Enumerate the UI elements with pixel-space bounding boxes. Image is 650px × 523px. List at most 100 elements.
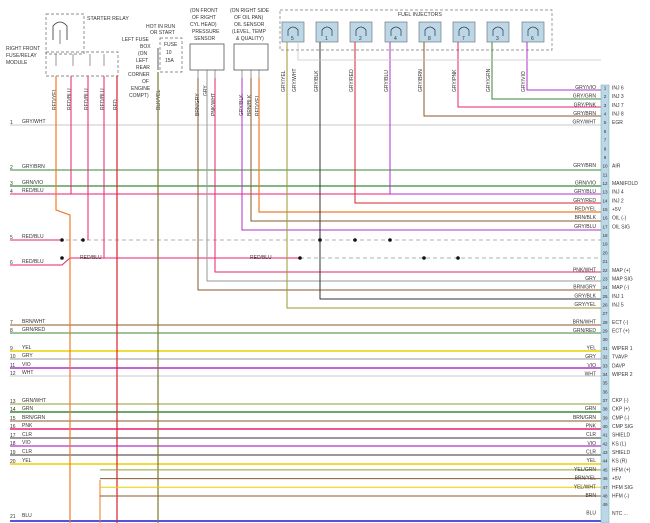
pin-number: 39 xyxy=(602,415,608,420)
injector-wire-labels: GRY/YEL GRY/BLK GRY/RED GRY/BLU GRY/BRN … xyxy=(281,68,527,92)
pin-wire-label: BRN xyxy=(585,493,596,499)
wire-gry-wht-inj xyxy=(297,42,601,61)
left-row-label: WHT xyxy=(22,370,33,376)
pin-number: 38 xyxy=(602,407,608,412)
injector-coil-icon xyxy=(287,26,299,36)
pin-wire-label: GRY/BRN xyxy=(573,163,596,169)
wire-label: RED/BLU xyxy=(67,88,73,110)
top-left-wire-labels: RED/YEL RED/BLU RED/BLU RED/BLU RED xyxy=(52,88,119,110)
wire-label: GRY/GRN xyxy=(486,68,492,92)
wire-gry-pnk xyxy=(457,42,601,108)
pin-number: 33 xyxy=(602,363,608,368)
left-row-label: GRN/WHT xyxy=(22,398,46,404)
wire-label: RED/BLU xyxy=(84,88,90,110)
pin-number: 3 xyxy=(604,103,607,108)
pin-number: 10 xyxy=(602,164,608,169)
wire-gry-yel xyxy=(286,42,601,309)
pin-number: 48 xyxy=(602,493,608,498)
pin-function: SHIELD xyxy=(612,433,630,439)
pin-function: KS (L) xyxy=(612,441,627,447)
wire-label: GRY/BLU xyxy=(384,70,390,92)
pin-function: MAP (-) xyxy=(612,285,629,291)
splice-dot xyxy=(388,238,392,242)
left-row-number: 17 xyxy=(10,433,16,439)
pin-number: 31 xyxy=(602,346,608,351)
left-row-label: VIO xyxy=(22,362,31,368)
oil-line-1: (ON RIGHT SIDE xyxy=(230,8,270,14)
left-fuse-line-6: CORNER xyxy=(128,72,150,78)
pin-function: INJ 3 xyxy=(612,94,624,100)
left-row-number: 11 xyxy=(10,363,15,369)
left-row-number: 18 xyxy=(10,441,16,447)
injector-body xyxy=(486,21,510,43)
splice-dot xyxy=(353,238,357,242)
pin-function: HFM SIG xyxy=(612,485,633,491)
splice-dot xyxy=(422,256,426,260)
middle-wire-label: RED/BLU xyxy=(250,255,272,261)
pin-function: +5V xyxy=(612,207,622,213)
left-row-label: PNK xyxy=(22,423,33,429)
pin-wire-label: CLR xyxy=(586,432,596,438)
pin-number: 49 xyxy=(602,502,608,507)
wire-gry-grn xyxy=(491,42,601,100)
injector-body xyxy=(281,21,305,43)
left-row-label: YEL xyxy=(22,345,32,351)
wire-label: GRY/PNK xyxy=(452,69,458,92)
wire-label: GRY/YEL xyxy=(281,70,287,92)
pin-number: 12 xyxy=(602,181,608,186)
pin-wire-label: GRN/VIO xyxy=(575,180,596,186)
pin-function: SHIELD xyxy=(612,450,630,456)
wire-red-blu-6 xyxy=(10,257,300,266)
left-row-number: 20 xyxy=(10,459,16,465)
pin-number: 37 xyxy=(602,398,608,403)
pin-number: 6 xyxy=(604,129,607,134)
pin-wire-label: BLU xyxy=(586,510,596,516)
pin-number: 14 xyxy=(602,198,608,203)
wire-label: RED xyxy=(113,99,119,110)
pin-function: INJ 4 xyxy=(612,190,624,196)
pin-function: INJ 7 xyxy=(612,103,624,109)
left-row-label: RED/BLU xyxy=(22,234,44,240)
pin-wire-label: GRY/WHT xyxy=(572,120,596,126)
wire-gry-vio xyxy=(526,42,601,91)
pin-function: EGR xyxy=(612,120,623,126)
left-row-label: YEL xyxy=(22,458,32,464)
fuse-relay-module-block: RIGHT FRONT FUSE/RELAY MODULE xyxy=(6,46,119,77)
pin-wire-label: CLR xyxy=(586,450,596,456)
left-fuse-line-5: REAR xyxy=(136,65,150,71)
pin-number: 34 xyxy=(602,372,608,377)
pin-wire-label: BRN/YEL xyxy=(575,476,597,482)
injector-body xyxy=(521,21,545,43)
pin-wire-label: GRY/PNK xyxy=(574,102,597,108)
injector-body xyxy=(418,21,442,43)
injector-number: 7 xyxy=(462,36,465,42)
pin-number: 1 xyxy=(604,86,607,91)
pin-function: ECT (+) xyxy=(612,329,630,335)
pin-number: 26 xyxy=(602,303,608,308)
wire-brn-gry xyxy=(197,78,601,291)
pin-number: 47 xyxy=(602,485,608,490)
left-row-label: CLR xyxy=(22,432,32,438)
module-label-1: RIGHT FRONT xyxy=(6,46,40,52)
pin-number: 32 xyxy=(602,355,608,360)
sensor-wire-label: GRY xyxy=(203,85,209,96)
pin-wire-label: GRY/VIO xyxy=(575,85,596,91)
pin-number: 42 xyxy=(602,441,608,446)
wire-red-yel xyxy=(55,76,71,523)
injector-coil-icon xyxy=(424,26,436,36)
pressure-line-1: (ON FRONT xyxy=(190,8,218,14)
pin-function: MAP SIG xyxy=(612,276,633,282)
left-fuse-line-8: ENGINE xyxy=(131,86,151,92)
pin-number: 23 xyxy=(602,276,608,281)
left-row-number: 2 xyxy=(10,165,13,171)
pin-number: 9 xyxy=(604,155,607,160)
fuse-wire-label: BLK/YEL xyxy=(156,89,162,110)
oil-line-4: (LEVEL, TEMP xyxy=(232,29,266,35)
pin-wire-label: YEL xyxy=(587,345,597,351)
left-row-label: VIO xyxy=(22,440,31,446)
sensor-wire-label: PNK/WHT xyxy=(211,93,217,116)
pin-function: INJ 5 xyxy=(612,303,624,309)
